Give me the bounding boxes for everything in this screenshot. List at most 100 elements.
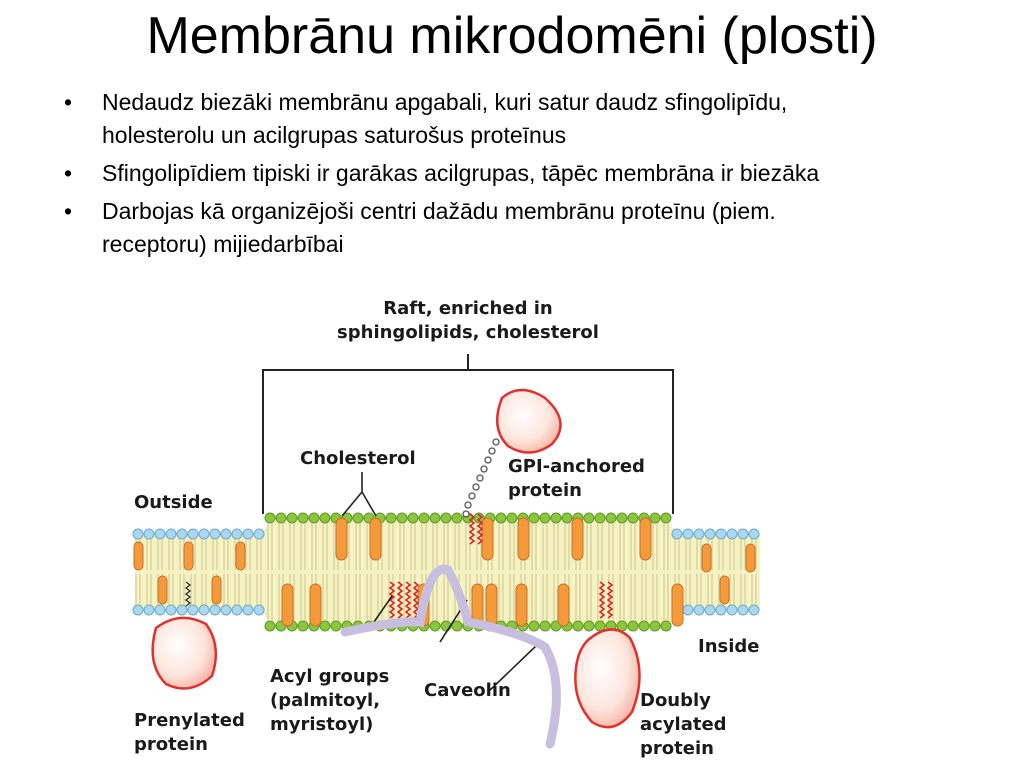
lipid-head: [319, 620, 331, 632]
caveolin: [340, 564, 561, 749]
lipid-head: [209, 604, 221, 616]
lipid-head: [704, 528, 716, 540]
bullet-list: • Nedaudz biezāki membrānu apgabali, kur…: [58, 86, 1008, 266]
bullet-icon: •: [63, 160, 73, 186]
lipid-head: [638, 620, 650, 632]
prenylated-label-line2: protein: [134, 734, 208, 755]
doubly-label-line1: Doubly: [640, 690, 711, 711]
membrane-raft-figure: Raft, enriched in sphingolipids, cholest…: [120, 292, 780, 762]
lipid-head: [539, 512, 551, 524]
lipid-head: [418, 512, 430, 524]
gpi-label-line1: GPI-anchored: [508, 456, 645, 477]
lipid-head: [726, 528, 738, 540]
doubly-label-line2: acylated: [640, 714, 727, 735]
lipid-head: [385, 512, 397, 524]
lipid-head: [132, 528, 144, 540]
prenylated-label-line1: Prenylated: [134, 710, 245, 731]
lipid-head: [231, 528, 243, 540]
lipid-head: [165, 528, 177, 540]
membrane-diagram: Raft, enriched in sphingolipids, cholest…: [132, 298, 760, 759]
doubly-acylated-protein-shape: [574, 628, 641, 729]
lipid-head: [308, 512, 320, 524]
lipid-head: [132, 604, 144, 616]
lipid-head: [231, 604, 243, 616]
lipid-head: [550, 512, 562, 524]
bullet-line: receptoru) mijiedarbībai: [102, 231, 344, 257]
lipid-head: [396, 512, 408, 524]
lipid-head: [253, 528, 265, 540]
lipid-head: [407, 512, 419, 524]
lipid-head: [627, 512, 639, 524]
acyl-label-line2: (palmitoyl,: [270, 690, 380, 711]
outside-label: Outside: [134, 492, 213, 513]
bullet-icon: •: [63, 89, 73, 115]
bullet-line: holesterolu un acilgrupas saturošus prot…: [102, 122, 567, 148]
lipid-head: [715, 604, 727, 616]
lipid-head: [704, 604, 716, 616]
lipid-head: [451, 620, 463, 632]
lipid-head: [605, 512, 617, 524]
lipid-head: [506, 512, 518, 524]
bullet-line: Darbojas kā organizējoši centri dažādu m…: [102, 198, 776, 224]
lipid-head: [297, 512, 309, 524]
lipid-head: [682, 604, 694, 616]
raft-label-line2: sphingolipids, cholesterol: [337, 322, 599, 343]
gpi-anchored-protein-shape: [495, 388, 562, 454]
bullet-line: Nedaudz biezāki membrānu apgabali, kuri …: [102, 89, 788, 115]
cholesterol-molecules: [133, 517, 756, 627]
gpi-anchor-chain: [462, 438, 500, 518]
lipid-head: [286, 512, 298, 524]
lipid-head: [220, 528, 232, 540]
lipid-head: [660, 512, 672, 524]
lipid-head: [330, 620, 342, 632]
lipid-head: [242, 528, 254, 540]
lipid-head: [209, 528, 221, 540]
lipid-head: [187, 528, 199, 540]
lipid-head: [242, 604, 254, 616]
bullet-item: • Sfingolipīdiem tipiski ir garākas acil…: [58, 157, 1008, 190]
lipid-head: [660, 620, 672, 632]
caveolin-label: Caveolin: [424, 680, 511, 701]
acyl-label-line3: myristoyl): [270, 714, 373, 735]
lipid-head: [154, 604, 166, 616]
lipid-head: [198, 528, 210, 540]
lipid-head: [429, 620, 441, 632]
lipid-head: [187, 604, 199, 616]
lipid-head: [176, 528, 188, 540]
lipid-head: [726, 604, 738, 616]
lipid-head: [198, 604, 210, 616]
lipid-head: [572, 620, 584, 632]
lipid-head: [352, 512, 364, 524]
bullet-item: • Nedaudz biezāki membrānu apgabali, kur…: [58, 86, 1008, 152]
lipid-head: [616, 512, 628, 524]
lipid-head: [253, 604, 265, 616]
inside-label: Inside: [698, 636, 760, 657]
lipid-head: [649, 512, 661, 524]
lipid-head: [737, 528, 749, 540]
lipid-head: [583, 512, 595, 524]
lipid-head: [143, 528, 155, 540]
lipid-head: [264, 512, 276, 524]
lipid-head: [319, 512, 331, 524]
lipid-head: [539, 620, 551, 632]
lipid-head: [264, 620, 276, 632]
bullet-icon: •: [63, 198, 73, 224]
bullet-line: Sfingolipīdiem tipiski ir garākas acilgr…: [102, 160, 820, 186]
lipid-head: [737, 604, 749, 616]
raft-label-line1: Raft, enriched in: [383, 298, 552, 319]
lipid-head: [495, 512, 507, 524]
slide-title: Membrānu mikrodomēni (plosti): [146, 7, 878, 65]
lipid-head: [220, 604, 232, 616]
lipid-head: [671, 528, 683, 540]
lipid-head: [649, 620, 661, 632]
lipid-head: [715, 528, 727, 540]
lipid-head: [440, 512, 452, 524]
lipid-head: [594, 512, 606, 524]
doubly-label-line3: protein: [640, 738, 714, 759]
lipid-head: [451, 512, 463, 524]
cholesterol-label: Cholesterol: [300, 448, 416, 469]
lipid-head: [561, 512, 573, 524]
lipid-head: [627, 620, 639, 632]
prenyl-linker: [184, 581, 192, 607]
lipid-head: [143, 604, 155, 616]
